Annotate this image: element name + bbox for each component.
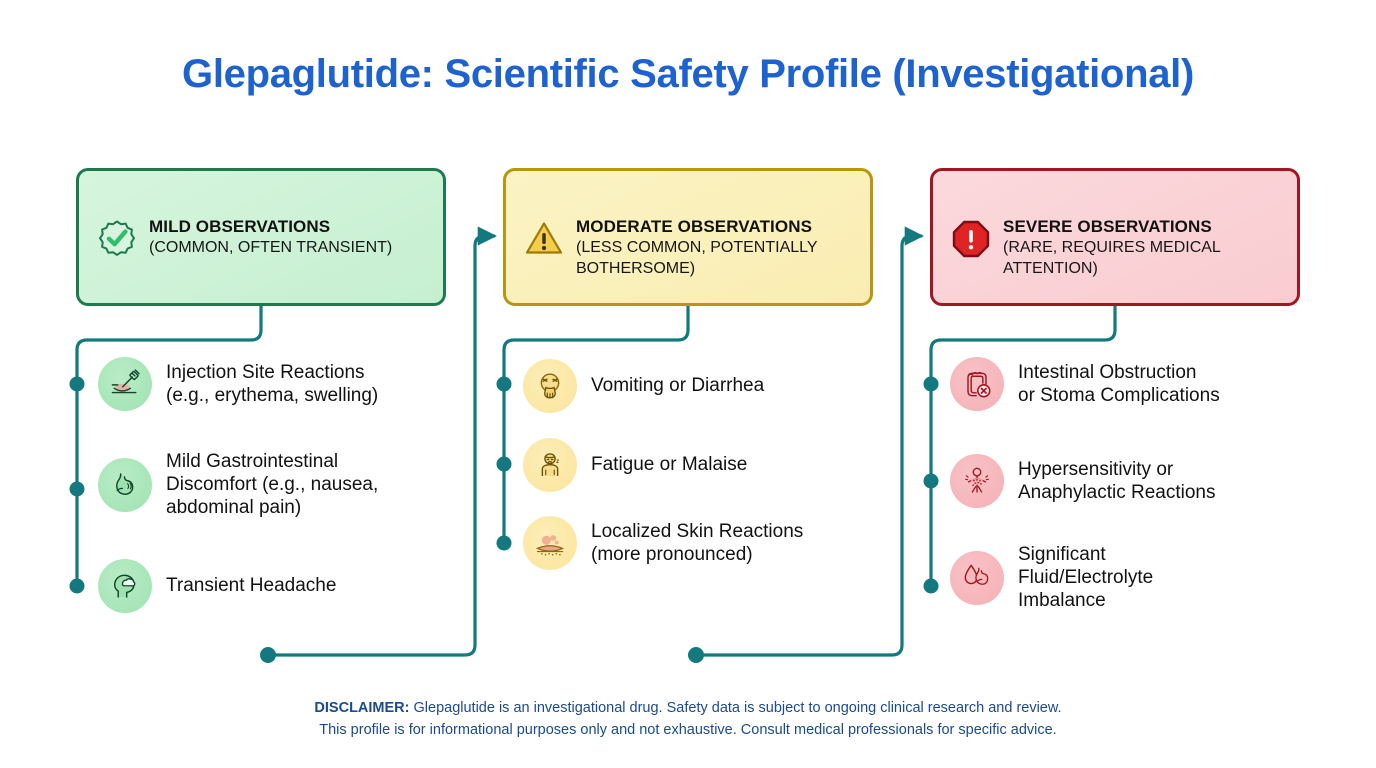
card-subtitle: (COMMON, OFTEN TRANSIENT) [149,239,393,257]
list-item-label: Intestinal Obstruction or Stoma Complica… [1018,361,1220,406]
list-item-label: Hypersensitivity or Anaphylactic Reactio… [1018,458,1216,503]
list-item[interactable]: Significant Fluid/Electrolyte Imbalance [950,543,1320,613]
list-item-label: Mild Gastrointestinal Discomfort (e.g., … [166,451,379,519]
category-card-mild[interactable]: MILD OBSERVATIONS (COMMON, OFTEN TRANSIE… [76,168,446,306]
node-dot [69,481,85,497]
list-item[interactable]: z Fatigue or Malaise [523,438,883,492]
disclaimer: DISCLAIMER: Glepaglutide is an investiga… [0,697,1376,742]
fluid-droplet-stomach-icon [950,550,1004,605]
list-item[interactable]: Hypersensitivity or Anaphylactic Reactio… [950,454,1320,508]
node-dot [496,456,512,472]
allergic-person-icon [950,454,1004,508]
warning-triangle-icon [524,219,564,259]
category-card-severe[interactable]: SEVERE OBSERVATIONS (RARE, REQUIRES MEDI… [930,168,1300,306]
connector-moderate-spine [502,304,690,545]
node-dot [496,376,512,392]
headache-head-icon [98,559,152,613]
list-item-label: Injection Site Reactions (e.g., erythema… [166,361,379,406]
list-item[interactable]: Mild Gastrointestinal Discomfort (e.g., … [98,450,458,520]
card-subtitle: (LESS COMMON, POTENTIALLY BOTHERSOME) [576,239,818,277]
card-subtitle: (RARE, REQUIRES MEDICAL ATTENTION) [1003,239,1221,277]
list-item[interactable]: Injection Site Reactions (e.g., erythema… [98,357,458,411]
card-title: MODERATE OBSERVATIONS [576,217,813,236]
node-dot [688,647,704,663]
skin-rash-icon [523,516,577,570]
fatigue-person-icon: z [523,438,577,492]
node-dot [923,578,939,594]
stomach-icon [98,457,152,512]
card-text-block: SEVERE OBSERVATIONS (RARE, REQUIRES MEDI… [1003,189,1281,280]
injection-syringe-icon [98,357,152,411]
check-badge-icon [97,219,137,259]
list-item-label: Localized Skin Reactions (more pronounce… [591,520,804,565]
card-title: MILD OBSERVATIONS [149,217,331,236]
card-text-block: MODERATE OBSERVATIONS (LESS COMMON, POTE… [576,189,854,280]
node-dot [923,473,939,489]
category-card-moderate[interactable]: MODERATE OBSERVATIONS (LESS COMMON, POTE… [503,168,873,306]
list-item-label: Transient Headache [166,575,337,597]
page-title: Glepaglutide: Scientific Safety Profile … [182,52,1194,96]
list-item-label: Significant Fluid/Electrolyte Imbalance [1018,544,1154,612]
node-dot [260,647,276,663]
list-item[interactable]: Vomiting or Diarrhea [523,359,883,413]
disclaimer-prefix: DISCLAIMER: [314,700,410,716]
list-item[interactable]: Intestinal Obstruction or Stoma Complica… [950,357,1320,411]
disclaimer-line-2: This profile is for informational purpos… [319,722,1057,739]
list-item-label: Fatigue or Malaise [591,454,748,476]
node-dot [69,578,85,594]
node-dot [496,535,512,551]
intestine-blocked-icon [950,357,1004,411]
list-item[interactable]: Localized Skin Reactions (more pronounce… [523,516,893,570]
list-item[interactable]: Transient Headache [98,559,458,613]
disclaimer-line-1-text: Glepaglutide is an investigational drug.… [409,700,1062,716]
connector-mild-spine [75,304,263,588]
node-dot [923,376,939,392]
svg-text:z: z [556,458,559,465]
card-text-block: MILD OBSERVATIONS (COMMON, OFTEN TRANSIE… [149,189,392,259]
stop-octagon-icon [951,219,991,259]
node-dot [69,376,85,392]
disclaimer-line-1: DISCLAIMER: Glepaglutide is an investiga… [0,697,1376,719]
list-item-label: Vomiting or Diarrhea [591,375,765,397]
vomiting-face-icon [523,359,577,413]
card-title: SEVERE OBSERVATIONS [1003,217,1212,236]
